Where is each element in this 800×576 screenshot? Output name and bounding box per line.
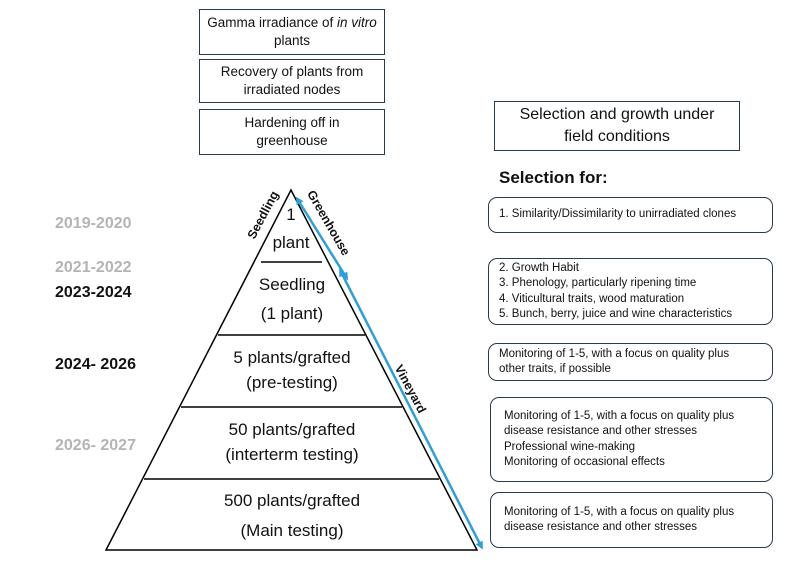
- tier-5-text: 500 plants/grafted (Main testing): [224, 489, 360, 543]
- step-gamma-text: Gamma irradiance of in vitro plants: [207, 14, 377, 48]
- tier-2-text: Seedling (1 plant): [259, 273, 325, 326]
- selection-line: Professional wine-making: [504, 440, 636, 453]
- year-label: 2023-2024: [55, 284, 132, 301]
- selection-line: 4. Viticultural traits, wood maturation: [499, 292, 685, 305]
- field-conditions-text: Selection and growth under field conditi…: [519, 106, 715, 145]
- greenhouse-arrow: [295, 196, 349, 281]
- step-box-hardening: Hardening off in greenhouse: [199, 109, 385, 155]
- year-label: 2019-2020: [55, 215, 132, 232]
- step-box-gamma-irradiance: Gamma irradiance of in vitro plants: [199, 9, 385, 55]
- tier-3-text: 5 plants/grafted (pre-testing): [233, 346, 350, 395]
- selection-line: 2. Growth Habit: [499, 262, 579, 275]
- tier-line: 50 plants/grafted: [228, 420, 356, 439]
- selection-box-1: 1. Similarity/Dissimilarity to unirradia…: [488, 197, 773, 233]
- step-box-recovery: Recovery of plants from irradiated nodes: [199, 59, 385, 103]
- tier-line: (Main testing): [240, 520, 344, 540]
- selection-line: Monitoring of 1-5, with a focus on quali…: [504, 505, 735, 518]
- tier-line: Seedling: [258, 275, 326, 294]
- tier-line: (interterm testing): [225, 444, 359, 464]
- selection-heading: Selection for:: [499, 168, 608, 187]
- selection-line: other traits, if possible: [499, 363, 611, 375]
- field-conditions-box: Selection and growth under field conditi…: [494, 101, 740, 151]
- selection-line: disease resistance and other stresses: [504, 521, 698, 533]
- step-recovery-text: Recovery of plants from irradiated nodes: [220, 63, 364, 97]
- selection-line: Monitoring of 1-5, with a focus on quali…: [504, 410, 735, 423]
- tier-line: 1: [286, 205, 296, 224]
- tier-line: 500 plants/grafted: [223, 491, 361, 510]
- tier-line: (1 plant): [260, 303, 324, 323]
- selection-box-4: Monitoring of 1-5, with a focus on quali…: [490, 397, 773, 482]
- selection-box-2: 2. Growth Habit 3. Phenology, particular…: [488, 258, 773, 325]
- selection-box-5: Monitoring of 1-5, with a focus on quali…: [490, 492, 773, 548]
- year-label: 2026- 2027: [55, 437, 136, 454]
- tier-4-text: 50 plants/grafted (interterm testing): [225, 418, 358, 467]
- tier-line: 5 plants/grafted: [233, 348, 351, 367]
- tier-line: plant: [272, 232, 310, 252]
- selection-line: 3. Phenology, particularly ripening time: [499, 277, 697, 290]
- selection-line: 1. Similarity/Dissimilarity to unirradia…: [499, 208, 737, 221]
- selection-line: disease resistance and other stresses: [504, 425, 698, 438]
- tier-1-text: 1 plant: [273, 203, 310, 255]
- selection-line: Monitoring of occasional effects: [504, 455, 665, 468]
- year-label: 2021-2022: [55, 259, 132, 276]
- selection-box-3: Monitoring of 1-5, with a focus on quali…: [488, 343, 773, 381]
- selection-line: Monitoring of 1-5, with a focus on quali…: [499, 347, 730, 360]
- vineyard-arrow: [339, 268, 483, 550]
- step-hardening-text: Hardening off in greenhouse: [244, 114, 340, 148]
- year-label: 2024- 2026: [55, 356, 136, 373]
- tier-line: (pre-testing): [246, 372, 338, 392]
- selection-line: 5. Bunch, berry, juice and wine characte…: [499, 307, 733, 320]
